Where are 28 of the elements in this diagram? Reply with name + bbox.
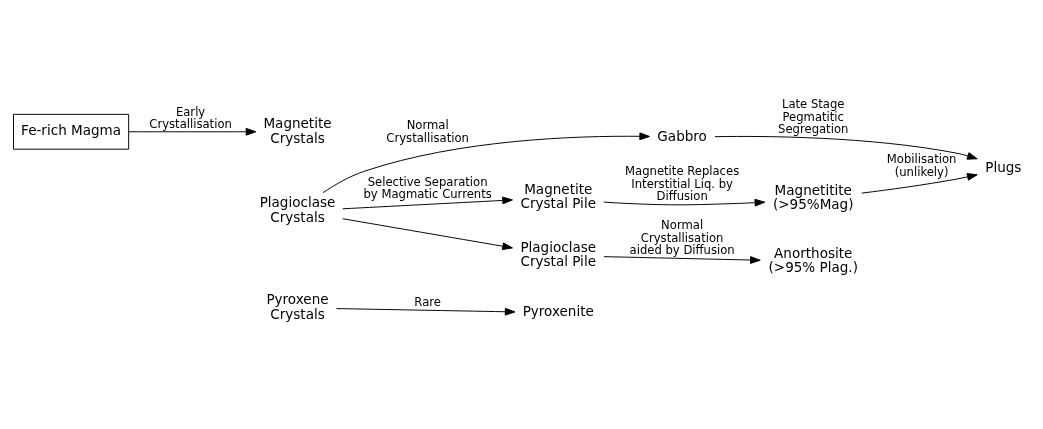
node-text: Plagioclase Crystal Pile [520, 238, 597, 270]
node-text: Magnetitite (>95%Mag) [772, 181, 854, 213]
edge-label: Normal Crystallisation aided by Diffusion [629, 218, 735, 258]
arrow [861, 173, 978, 194]
arrow [603, 198, 766, 207]
node-text: Anorthosite (>95% Plag.) [768, 244, 858, 276]
edge-label: Rare [414, 294, 441, 309]
arrow [342, 218, 513, 251]
edge-label: Late Stage Pegmatitic Segregation [778, 97, 849, 137]
arrow [335, 307, 516, 316]
arrow [322, 132, 651, 194]
node-text: Pyroxenite [522, 303, 594, 320]
node-text: Pyroxene Crystals [266, 291, 329, 322]
arrow [342, 196, 513, 210]
node-text: Gabbro [657, 128, 707, 145]
arrow [714, 135, 978, 160]
node-text: Plagioclase Crystals [259, 194, 336, 225]
node-text: Magnetite Crystal Pile [520, 180, 596, 212]
node-text: Plugs [985, 159, 1022, 176]
edge-label: Magnetite Replaces Interstitial Liq. by Diffusion [625, 163, 740, 204]
arrow [603, 256, 761, 264]
edge-label: Selective Separation by Magmatic Currents [363, 174, 492, 202]
edge-label: Early Crystallisation [149, 104, 232, 132]
arrow [128, 127, 257, 136]
edge-label: Mobilisation (unlikely) [886, 152, 957, 179]
edge-label: Normal Crystallisation [386, 118, 469, 146]
node-box: Fe-rich Magma [13, 113, 130, 150]
node-text: Magnetite Crystals [263, 115, 332, 146]
